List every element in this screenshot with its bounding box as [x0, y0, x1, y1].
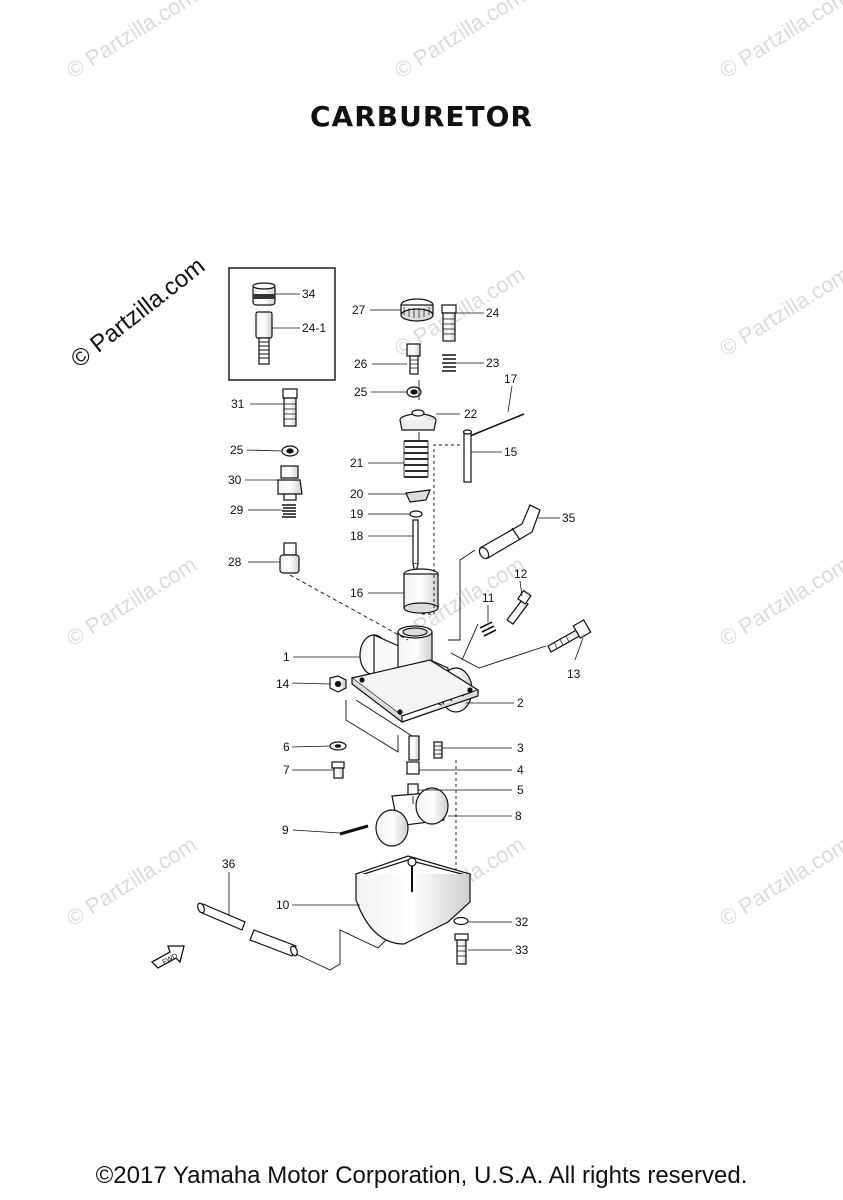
assembly-guide-lines [289, 380, 547, 971]
part-26-adjuster [406, 343, 421, 375]
callout-35: 35 [562, 511, 576, 525]
callout-31: 31 [231, 397, 245, 411]
callout-labels: 34 24-1 31 25 30 29 28 27 26 25 22 21 20… [162, 287, 581, 966]
callout-10: 10 [276, 898, 290, 912]
part-25-nut-center [406, 386, 422, 398]
leader-lines [228, 293, 584, 951]
part-30-cap [277, 465, 303, 501]
callout-9: 9 [282, 823, 289, 837]
part-12-screw [506, 589, 532, 625]
part-31-screw [282, 388, 298, 427]
part-33-screw [454, 933, 469, 965]
callout-25: 25 [230, 443, 244, 457]
part-19-circlip [409, 510, 423, 518]
part-10-float-bowl [354, 855, 472, 945]
part-1-carburetor-body [350, 625, 480, 724]
callout-28: 28 [228, 555, 242, 569]
callout-22: 22 [464, 407, 478, 421]
part-6-washer [329, 741, 347, 751]
part-16-throttle-valve [403, 568, 439, 614]
callout-14: 14 [276, 677, 290, 691]
part-9-pin [339, 824, 369, 836]
part-21-spring [403, 440, 429, 478]
part-34-cap [252, 282, 276, 306]
callout-24-1: 24-1 [302, 321, 326, 335]
callout-36: 36 [222, 857, 236, 871]
callout-34: 34 [302, 287, 316, 301]
part-3-jet [433, 741, 443, 759]
copyright-notice: ©2017 Yamaha Motor Corporation, U.S.A. A… [95, 1162, 748, 1189]
part-7-screw [331, 761, 345, 779]
callout-3: 3 [517, 741, 524, 755]
inset-box [228, 267, 336, 381]
part-18-needle [412, 519, 419, 575]
callout-27: 27 [352, 303, 366, 317]
part-24-1-screw [255, 311, 273, 365]
part-13-bolt [547, 619, 592, 653]
callout-21: 21 [350, 456, 364, 470]
callout-26: 26 [354, 357, 368, 371]
callout-33: 33 [515, 943, 529, 957]
callout-16: 16 [350, 586, 364, 600]
part-22-top-plate [399, 409, 437, 431]
part-8-float [375, 787, 449, 847]
part-20-clip [405, 489, 431, 503]
callout-7: 7 [283, 763, 290, 777]
callout-29: 29 [230, 503, 244, 517]
callout-1: 1 [283, 650, 290, 664]
callout-5: 5 [517, 783, 524, 797]
callout-4: 4 [517, 763, 524, 777]
callout-12: 12 [514, 567, 528, 581]
part-15-pin [462, 429, 473, 483]
part-14-nut [329, 675, 347, 693]
fwd-arrow-icon [150, 945, 185, 969]
part-28-plunger [279, 542, 300, 574]
part-23-spring [442, 354, 456, 372]
part-29-spring [282, 504, 296, 518]
callout-11: 11 [482, 591, 495, 605]
part-35-hose [478, 504, 541, 560]
callout-6: 6 [283, 740, 290, 754]
part-11-spring [479, 621, 497, 637]
part-4-jet [406, 735, 420, 775]
callout-17: 17 [504, 372, 518, 386]
callout-20: 20 [350, 487, 364, 501]
callout-19: 19 [350, 507, 364, 521]
callout-25: 25 [354, 385, 368, 399]
part-24-screw [441, 304, 457, 342]
part-32-washer [453, 916, 469, 926]
part-27-cap-ring [400, 298, 434, 322]
callout-8: 8 [515, 809, 522, 823]
callout-32: 32 [515, 915, 529, 929]
callout-15: 15 [504, 445, 518, 459]
part-25-nut-left [281, 445, 299, 457]
callout-2: 2 [517, 696, 524, 710]
part-36-hose [197, 902, 298, 957]
callout-13: 13 [567, 667, 581, 681]
part-17-wire [469, 413, 525, 437]
callout-18: 18 [350, 529, 364, 543]
callout-23: 23 [486, 356, 500, 370]
callout-24: 24 [486, 306, 500, 320]
callout-30: 30 [228, 473, 242, 487]
page-title: CARBURETOR [309, 100, 533, 133]
